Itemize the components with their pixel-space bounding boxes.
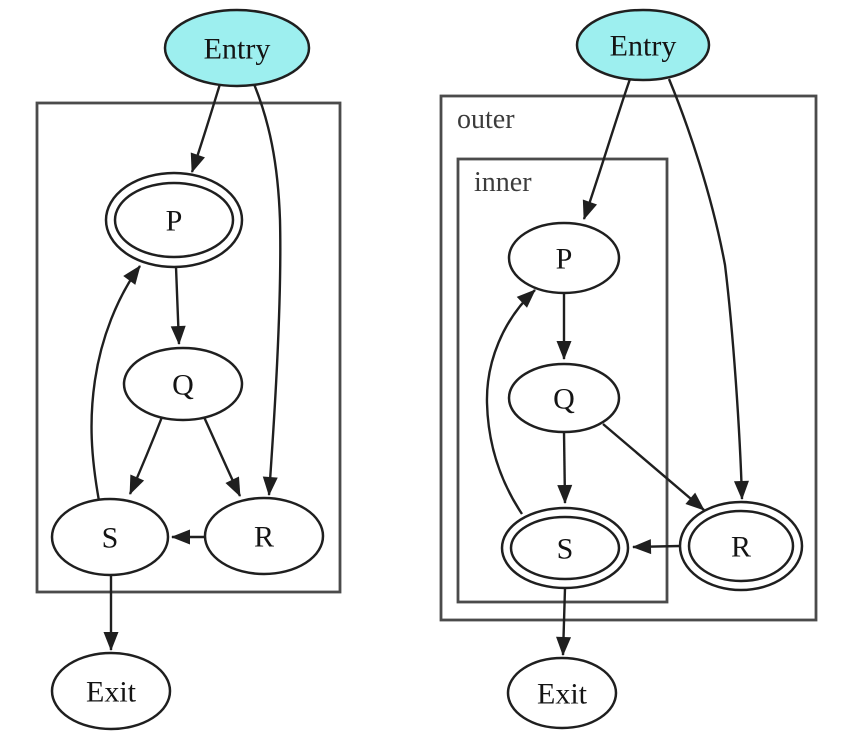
node-Exit-shape: [50, 651, 172, 731]
edge-Entry-to-R-left: [252, 83, 282, 496]
node-R-inner-ring: [687, 509, 795, 583]
node-R-left: R: [203, 496, 325, 576]
cluster-label-inner: inner: [474, 167, 532, 198]
edge-P-to-Q-left: [170, 266, 186, 345]
node-Q-shape: [507, 362, 621, 434]
node-Entry-left: Entry: [163, 8, 311, 88]
node-S-inner-ring: [509, 515, 621, 581]
node-Q-left: Q: [122, 346, 244, 422]
cluster-box-box-left: [35, 101, 342, 594]
node-Q-shape: [122, 346, 244, 422]
node-Q-label: Q: [172, 369, 194, 402]
node-Q-right: Q: [507, 362, 621, 434]
node-S-left: S: [50, 497, 170, 577]
edge-Q-to-R-left: [202, 416, 242, 497]
cluster-label-outer: outer: [457, 104, 515, 135]
node-S-shape: [50, 497, 170, 577]
node-Q-label: Q: [553, 383, 575, 416]
node-R-label: R: [731, 531, 751, 564]
edge-Q-to-S-left: [128, 416, 164, 495]
node-P-right: P: [507, 221, 621, 295]
node-S-label: S: [102, 522, 119, 555]
node-P-inner-ring: [113, 181, 235, 259]
edge-R-to-S-right: [632, 539, 681, 555]
edge-S-to-P-right: [485, 289, 536, 515]
node-Exit-label: Exit: [537, 678, 588, 711]
node-Entry-label: Entry: [610, 30, 677, 63]
node-R-label: R: [254, 521, 274, 554]
node-Exit-label: Exit: [86, 676, 137, 709]
edge-Entry-to-R-right: [667, 78, 749, 500]
edge-Entry-to-P-right: [582, 78, 632, 220]
node-S-right: S: [500, 506, 630, 590]
node-R-shape: [203, 496, 325, 576]
cluster-box-outer-right: [439, 94, 818, 622]
node-Entry-shape: [575, 8, 711, 82]
edge-Q-to-R-right: [602, 423, 705, 511]
cluster-box-inner-right: [456, 157, 669, 604]
node-Entry-right: Entry: [575, 8, 711, 82]
node-R-right: R: [678, 500, 804, 592]
edge-Entry-to-P-left: [190, 83, 222, 173]
node-Exit-left: Exit: [50, 651, 172, 731]
node-P-left: P: [104, 171, 244, 269]
node-Entry-label: Entry: [204, 33, 271, 66]
node-Entry-shape: [163, 8, 311, 88]
node-Exit-right: Exit: [506, 656, 618, 730]
edge-Q-to-S-right: [557, 431, 573, 504]
node-S-shape: [500, 506, 630, 590]
node-P-shape: [507, 221, 621, 295]
node-R-shape: [678, 500, 804, 592]
node-P-label: P: [166, 205, 183, 238]
node-S-label: S: [557, 533, 574, 566]
edge-S-to-Exit-right: [556, 587, 572, 656]
node-P-label: P: [556, 243, 573, 276]
edge-S-to-P-left: [90, 265, 141, 502]
node-Exit-shape: [506, 656, 618, 730]
node-P-shape: [104, 171, 244, 269]
